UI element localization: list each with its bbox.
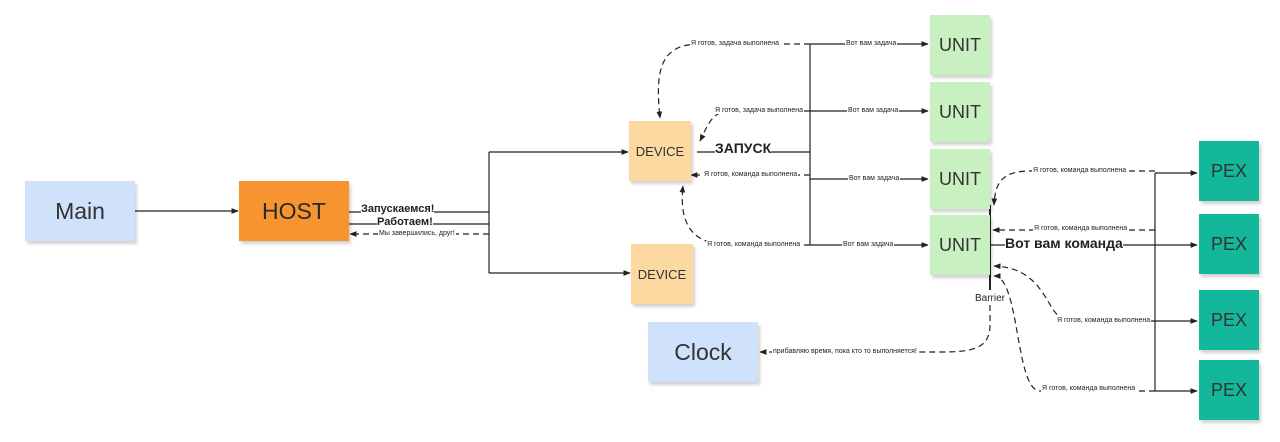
label-host-launch: Запускаемся! — [361, 203, 435, 215]
node-unit-1[interactable]: UNIT — [930, 15, 990, 75]
label-task-u4: Вот вам задача — [842, 241, 895, 248]
node-unit-3[interactable]: UNIT — [930, 149, 990, 209]
label-pex-ready-4: Я готов, команда выполнена — [1041, 385, 1137, 392]
node-device-1[interactable]: DEVICE — [629, 121, 691, 181]
node-unit-2[interactable]: UNIT — [930, 82, 990, 142]
node-main[interactable]: Main — [25, 181, 135, 241]
label-ready-cmd-device: Я готов, команда выполнена — [703, 171, 799, 178]
label-ready-cmd-u4: Я готов, команда выполнена — [706, 241, 802, 248]
node-pex-4[interactable]: PEX — [1199, 360, 1259, 420]
edge-pex-ready-1 — [991, 170, 1155, 206]
label-ready-task-1: Я готов, задача выполнена — [690, 40, 781, 47]
node-pex-3[interactable]: PEX — [1199, 290, 1259, 350]
label-pex-ready-2: Я готов, команда выполнена — [1033, 225, 1129, 232]
label-task-u2: Вот вам задача — [847, 107, 900, 114]
edge-pex-ready-3 — [993, 263, 1155, 322]
label-command: Вот вам команда — [1005, 235, 1123, 251]
label-host-working: Работаем! — [377, 216, 433, 228]
label-barrier: Barrier — [975, 293, 1006, 304]
label-pex-ready-1: Я готов, команда выполнена — [1032, 167, 1128, 174]
label-device-launch: ЗАПУСК — [715, 140, 772, 156]
node-unit-4[interactable]: UNIT — [930, 215, 990, 275]
label-ready-task-2: Я готов, задача выполнена — [714, 107, 805, 114]
node-clock[interactable]: Clock — [648, 322, 758, 382]
edge-ready-task-2 — [699, 110, 810, 142]
edge-ready-cmd-u4 — [679, 185, 810, 246]
node-host[interactable]: HOST — [239, 181, 349, 241]
edge-clock-msg — [759, 305, 991, 355]
label-task-u1: Вот вам задача — [845, 40, 898, 47]
node-device-2[interactable]: DEVICE — [631, 244, 693, 304]
node-pex-1[interactable]: PEX — [1199, 141, 1259, 201]
node-pex-2[interactable]: PEX — [1199, 214, 1259, 274]
edge-pex-ready-4 — [993, 273, 1155, 392]
label-host-done: Мы завершились, друг! — [378, 230, 456, 237]
label-clock-msg: прибавляю время, пока кто то выполняется… — [772, 348, 918, 355]
label-pex-ready-3: Я готов, команда выполнена — [1056, 317, 1152, 324]
label-task-u3: Вот вам задача — [848, 175, 901, 182]
